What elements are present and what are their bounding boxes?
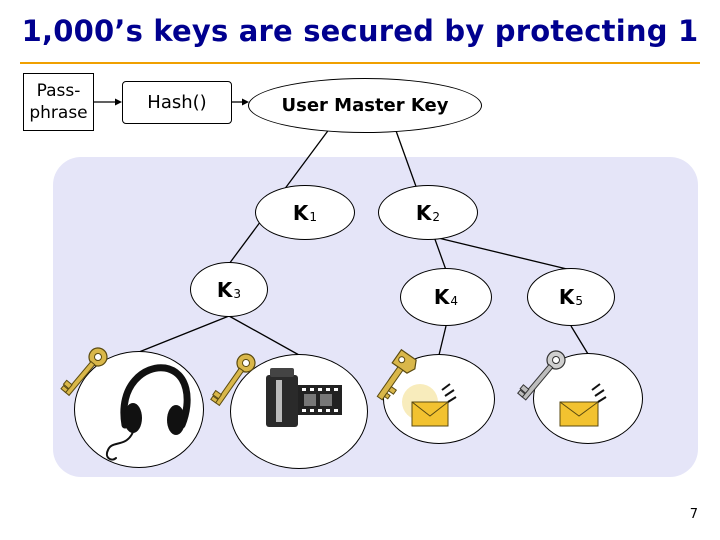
key-letter: K [558,285,575,309]
key-letter: K [415,200,432,225]
headphones-icon [106,364,191,461]
key-subscript: 2 [432,209,441,224]
film-icon [266,368,342,427]
key-icon [210,353,256,407]
key-icon [517,350,566,401]
email-icon [559,383,607,427]
user-master-key-node: User Master Key [248,78,482,133]
page-number: 7 [689,507,698,522]
key-icon [60,347,108,397]
key-letter: K [292,200,309,225]
key-subscript: 1 [309,209,318,224]
hash-box: Hash() [122,81,232,124]
slide-title: 1,000’s keys are secured by protecting 1 [21,14,699,48]
key-letter: K [216,277,233,302]
key-letter: K [433,285,450,309]
passphrase-line-1: Pass- [36,81,81,101]
title-underline [20,62,700,64]
key-icon [376,348,417,401]
key-subscript: 3 [233,286,242,301]
email-icon [402,383,457,427]
passphrase-box: Pass- phrase [23,73,94,131]
key-subscript: 4 [450,294,459,308]
passphrase-line-2: phrase [29,103,88,123]
key-subscript: 5 [575,294,584,308]
